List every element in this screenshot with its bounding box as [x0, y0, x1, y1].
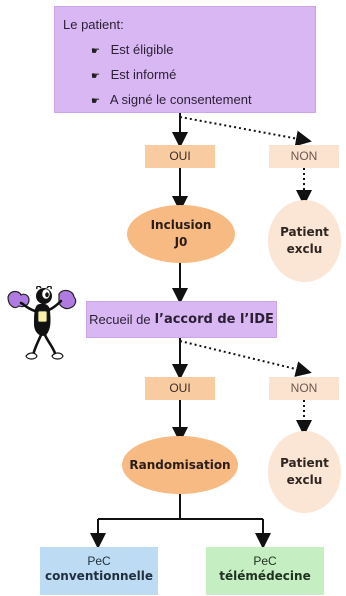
recueil-prefix: Recueil de	[89, 312, 151, 327]
telemedicine-line1: PeC	[253, 554, 277, 568]
pointing-hand-icon: ☛	[91, 96, 100, 107]
telemedicine-line2: télémédecine	[219, 569, 311, 583]
excluded-label-line2: exclu	[286, 242, 323, 256]
first-decision-yes: OUI	[145, 145, 215, 168]
excluded-label-line1: Patient	[280, 225, 329, 239]
inclusion-label: Inclusion	[150, 218, 212, 232]
first-decision-no: NON	[269, 145, 339, 168]
pointing-hand-icon: ☛	[91, 71, 100, 82]
excluded-label-line1: Patient	[280, 456, 329, 470]
criteria-item-informed: ☛ Est informé	[91, 67, 176, 85]
criteria-item-consent: ☛ A signé le consentement	[91, 92, 252, 110]
excluded-label-line2: exclu	[286, 473, 323, 487]
criteria-item-label: Est informé	[110, 67, 177, 82]
pointing-hand-icon: ☛	[91, 46, 100, 57]
arrow-top-to-no	[179, 116, 312, 147]
second-decision-no: NON	[269, 377, 339, 400]
patient-criteria-box: Le patient: ☛ Est éligible ☛ Est informé…	[54, 6, 316, 113]
second-decision-yes: OUI	[145, 377, 215, 400]
criteria-title: Le patient:	[63, 17, 124, 32]
telemedicine-care-box: PeC télémédecine	[206, 547, 324, 595]
inclusion-day-label: J0	[174, 235, 188, 249]
conventional-care-box: PeC conventionnelle	[40, 547, 158, 595]
recueil-emphasis: l’accord de l’IDE	[154, 312, 274, 327]
cartoon-character-icon	[7, 286, 77, 360]
arrow-recueil-to-no	[179, 340, 312, 377]
inclusion-ellipse: Inclusion J0	[127, 205, 235, 263]
conventional-line1: PeC	[87, 554, 111, 568]
conventional-line2: conventionnelle	[44, 569, 154, 583]
criteria-item-eligible: ☛ Est éligible	[91, 42, 174, 60]
randomisation-ellipse: Randomisation	[122, 436, 238, 494]
randomisation-label: Randomisation	[129, 457, 231, 472]
nurse-agreement-box: Recueil de l’accord de l’IDE	[86, 301, 277, 338]
criteria-item-label: A signé le consentement	[109, 92, 252, 107]
excluded-ellipse-1: Patient exclu	[268, 200, 341, 282]
criteria-item-label: Est éligible	[110, 42, 174, 57]
excluded-ellipse-2: Patient exclu	[268, 431, 341, 513]
